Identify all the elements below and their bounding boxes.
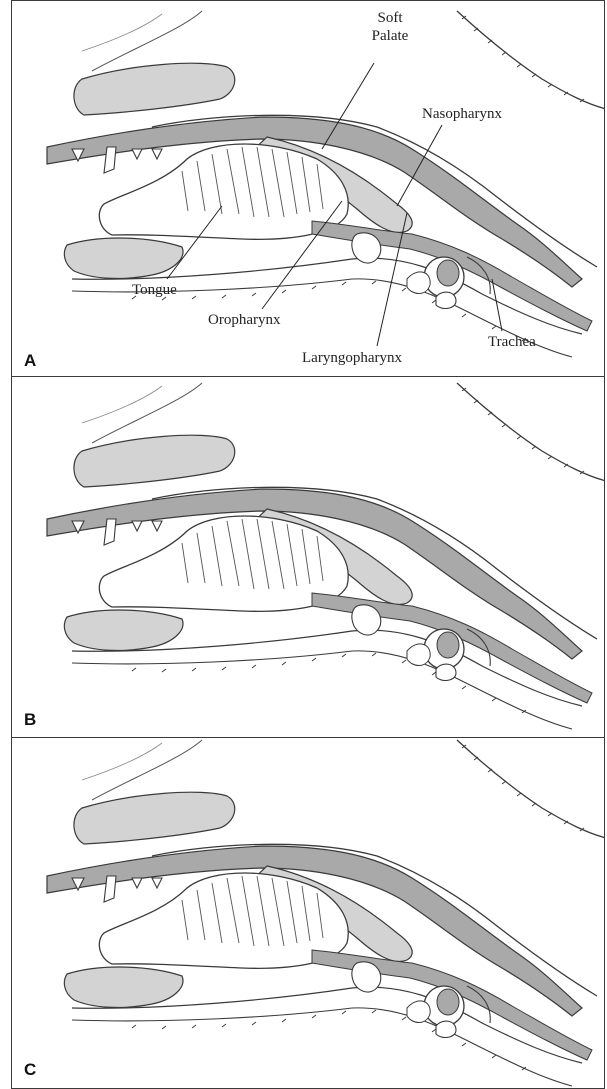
label-soft-palate-line1: Soft	[360, 9, 420, 27]
panel-letter-b: B	[24, 710, 36, 730]
panel-b: B	[11, 376, 605, 738]
panel-a: Soft Palate Nasopharynx Tongue Oropharyn…	[11, 0, 605, 377]
label-tongue: Tongue	[132, 281, 177, 299]
panel-letter-a: A	[24, 351, 36, 371]
label-oropharynx: Oropharynx	[208, 311, 280, 329]
anatomy-drawing-c	[12, 738, 605, 1089]
label-soft-palate: Soft Palate	[360, 9, 420, 45]
panel-letter-c: C	[24, 1060, 36, 1080]
label-nasopharynx: Nasopharynx	[422, 105, 502, 123]
panel-c: C	[11, 737, 605, 1089]
anatomy-drawing-b	[12, 377, 605, 738]
label-soft-palate-line2: Palate	[360, 27, 420, 45]
label-laryngopharynx: Laryngopharynx	[302, 349, 402, 367]
anatomy-drawing-a	[12, 1, 605, 377]
label-trachea: Trachea	[488, 333, 536, 351]
